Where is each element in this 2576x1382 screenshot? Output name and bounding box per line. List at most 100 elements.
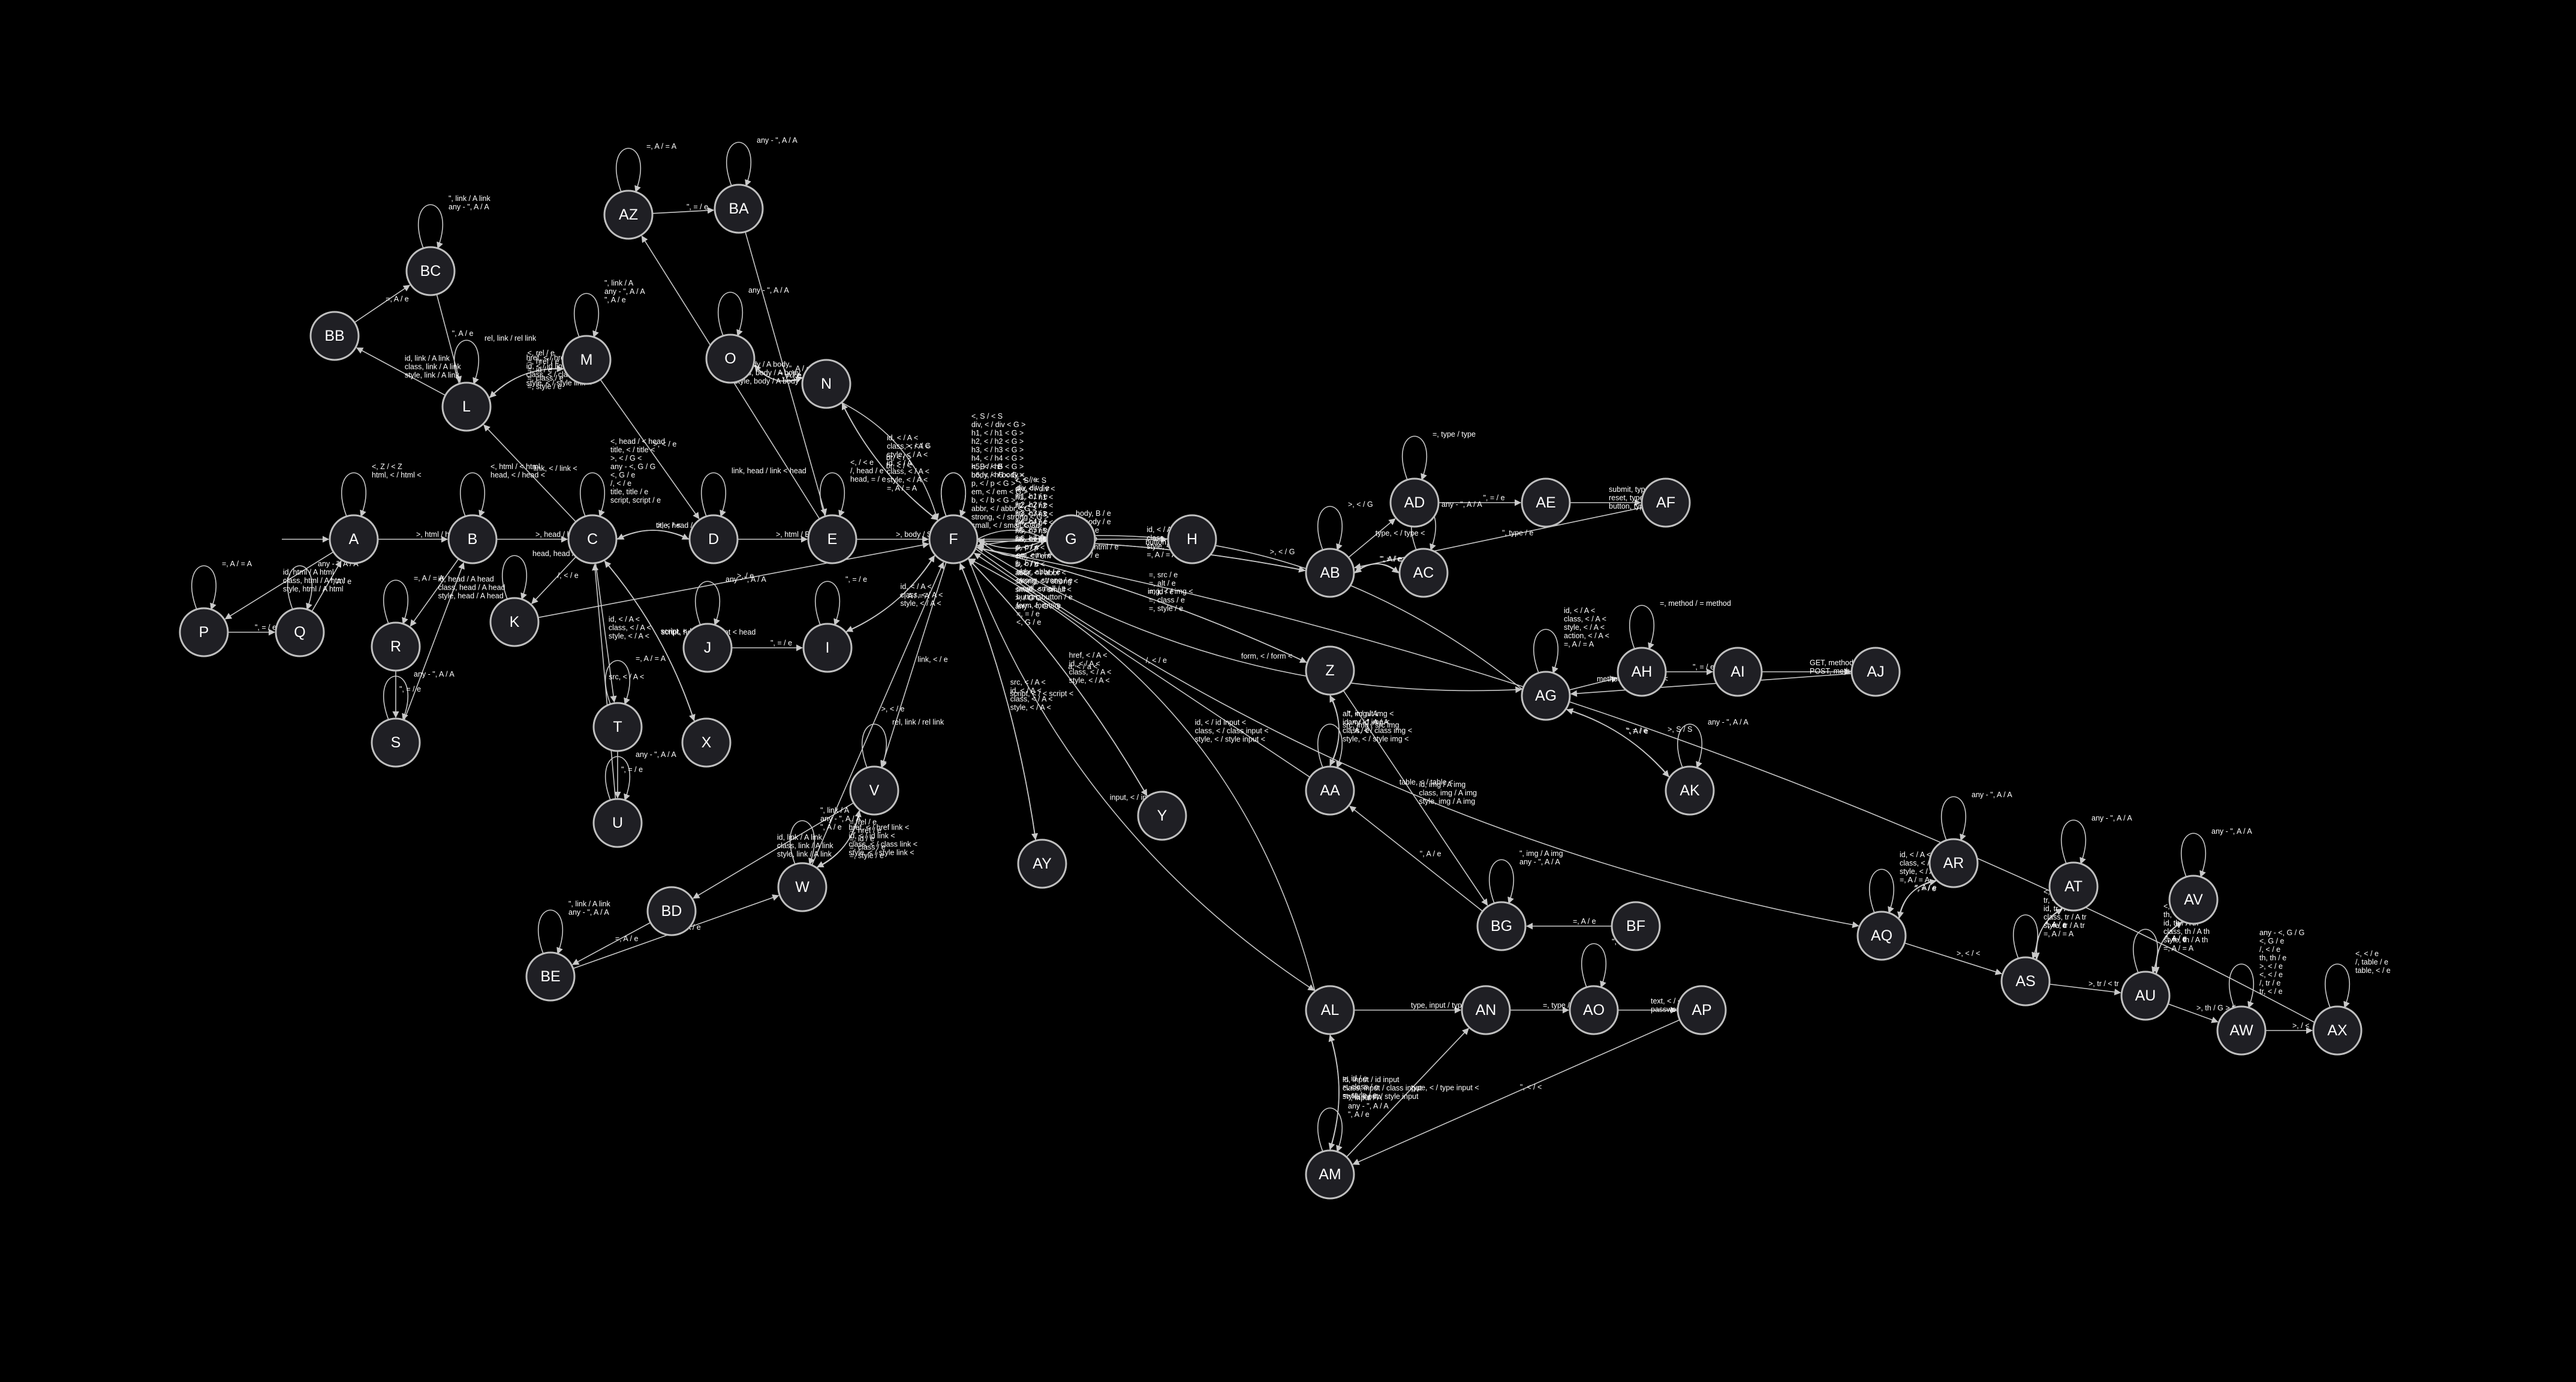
transition-label-AW-AX: >, / < xyxy=(2292,1022,2310,1030)
transition-label-AH-AH: =, method / = method xyxy=(1660,599,1731,608)
state-circle xyxy=(1398,548,1449,598)
state-label: H xyxy=(1187,531,1197,548)
transition-AB-AC xyxy=(1353,563,1399,573)
state-AK: AK xyxy=(1665,765,1715,816)
state-AY: AY xyxy=(1017,839,1067,889)
state-circle xyxy=(1521,477,1571,528)
state-B: B xyxy=(447,514,498,564)
state-label: AU xyxy=(2135,987,2156,1004)
state-BB: BB xyxy=(309,311,360,361)
state-label: AT xyxy=(2065,878,2083,895)
state-label: AI xyxy=(1731,663,1745,680)
transition-Z-BG xyxy=(1343,690,1488,906)
state-circle xyxy=(592,702,643,752)
state-label: B xyxy=(468,531,478,548)
transition-label-AC-AB: ", A / e xyxy=(1381,555,1403,563)
transition-label-R-S: ", = / e xyxy=(399,685,421,693)
transition-label-AL-F: id, < / id input <class, < / class input… xyxy=(1195,719,1269,744)
state-circle xyxy=(525,951,576,1002)
state-AA: AA xyxy=(1305,765,1355,816)
transition-L-L xyxy=(453,340,480,385)
state-label: AP xyxy=(1692,1002,1711,1019)
state-AD: AD xyxy=(1389,477,1440,528)
state-circle xyxy=(567,514,618,564)
transition-label-AB-AD: type, < / type < xyxy=(1376,529,1425,537)
transition-AG-AG xyxy=(1533,629,1559,674)
state-circle xyxy=(681,717,732,768)
transition-Y-F xyxy=(968,558,1148,797)
state-label: AG xyxy=(1535,687,1557,704)
transition-label-AZ-AZ: =, A / = A xyxy=(646,142,677,151)
state-circle xyxy=(2120,971,2171,1021)
state-circle xyxy=(592,798,643,848)
transition-label-AG-AK: ", = / e xyxy=(1626,726,1647,735)
state-circle xyxy=(1046,514,1096,564)
transition-AT-AS xyxy=(2033,908,2063,960)
transition-U-U xyxy=(604,756,631,801)
transition-AT-AT xyxy=(2060,819,2087,865)
state-circle xyxy=(777,862,827,912)
transition-BC-BC xyxy=(417,204,444,250)
state-L: L xyxy=(441,381,492,432)
transition-label-AB-AB: >, < / G xyxy=(1348,500,1373,509)
state-AT: AT xyxy=(2048,861,2099,912)
transition-C-C xyxy=(579,472,606,518)
state-label: BD xyxy=(661,903,682,920)
state-BC: BC xyxy=(405,246,456,296)
state-C: C xyxy=(567,514,618,564)
transition-label-AP-AM: ", < / < xyxy=(1520,1083,1542,1092)
state-circle xyxy=(1017,839,1067,889)
transition-AQ-AQ xyxy=(1868,869,1895,914)
transition-label-BA-BA: any - ", A / A xyxy=(757,136,798,145)
transition-label-AV-AU: ", A / e xyxy=(2165,934,2187,942)
transition-P-P xyxy=(191,565,217,611)
transition-AX-AX xyxy=(2324,963,2351,1009)
transition-label-O-N: ", = / e xyxy=(779,371,801,379)
transition-label-AQ-AR: ", = / e xyxy=(1915,885,1936,893)
state-circle xyxy=(1389,477,1440,528)
state-J: J xyxy=(682,623,733,673)
state-P: P xyxy=(179,607,229,657)
transition-label-N-F: br, < / >br, < / < xyxy=(886,453,911,470)
transition-label-AK-AG: ", A / e xyxy=(1627,727,1648,735)
state-circle xyxy=(1167,514,1217,564)
state-I: I xyxy=(802,623,853,673)
transition-label-S-S: any - ", A / A xyxy=(414,670,455,678)
transition-Q-Q xyxy=(287,565,313,611)
transition-AV-AU xyxy=(2153,921,2183,974)
transition-BD-BE xyxy=(571,922,651,965)
transition-label-C-L: link, < / link < xyxy=(534,464,577,473)
transition-O-O xyxy=(717,292,744,337)
state-circle xyxy=(1611,901,1661,951)
state-M: M xyxy=(561,335,612,385)
state-circle xyxy=(179,607,229,657)
transition-O-N xyxy=(753,364,803,383)
state-A: A xyxy=(329,514,379,564)
state-circle xyxy=(1677,985,1727,1035)
transition-AM-AN xyxy=(1346,1028,1469,1158)
state-Q: Q xyxy=(275,607,325,657)
transition-BE-BE xyxy=(537,909,564,955)
transition-C-T xyxy=(595,563,617,703)
transition-AA-F xyxy=(974,552,1311,778)
transition-label-T-T: =, A / = A xyxy=(636,654,666,663)
state-circle xyxy=(714,184,764,234)
transition-label-BA-E: ", A / e xyxy=(789,365,811,373)
state-AH: AH xyxy=(1617,647,1667,697)
transition-label-W-F: >, < / e xyxy=(881,705,905,713)
transition-AL-F xyxy=(968,558,1316,992)
state-label: AK xyxy=(1680,782,1700,799)
state-label: AJ xyxy=(1867,663,1884,680)
state-AU: AU xyxy=(2120,971,2171,1021)
state-circle xyxy=(275,607,325,657)
transitions-layer xyxy=(191,142,2351,1165)
state-label: AH xyxy=(1632,663,1653,680)
transition-A-P xyxy=(224,551,334,620)
state-AG: AG xyxy=(1521,671,1571,721)
